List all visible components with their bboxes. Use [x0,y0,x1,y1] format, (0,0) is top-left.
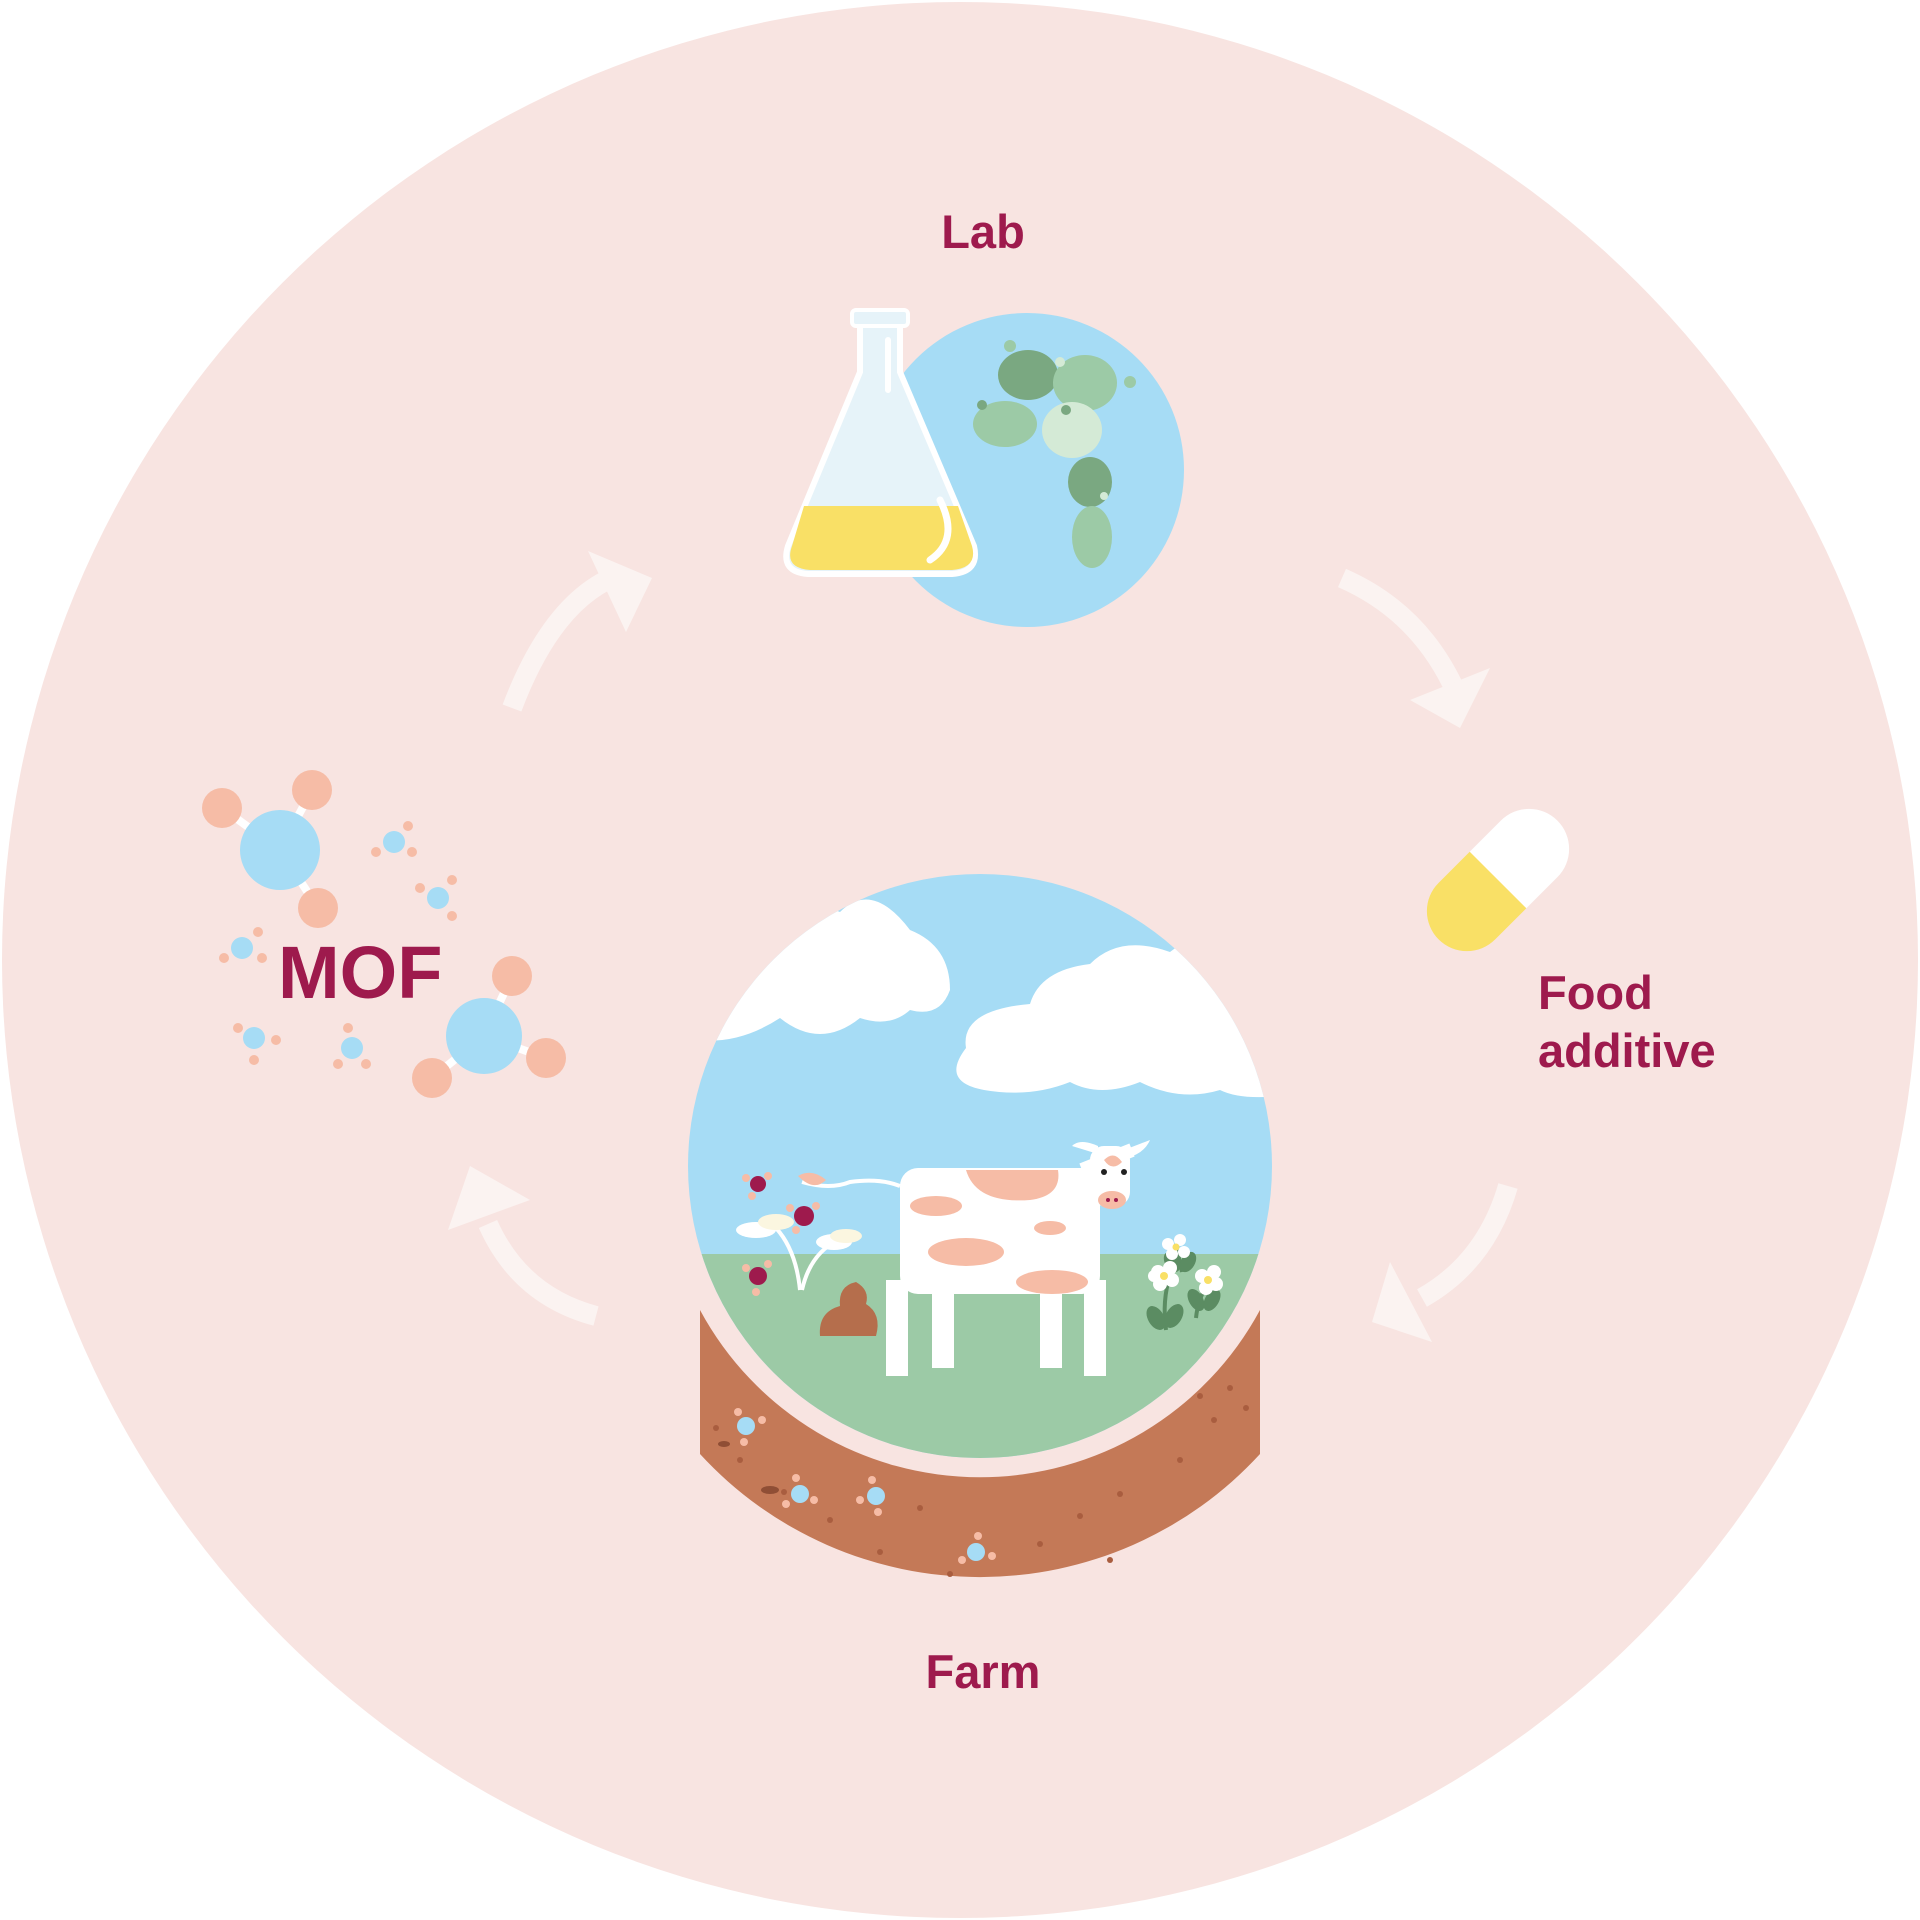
small-molecules [219,821,457,1069]
food-additive-label-line2: additive [1538,1024,1716,1077]
flying-particles [742,1172,820,1296]
food-additive-label: Food additive [1538,964,1716,1080]
cycle-arrows [448,551,1518,1342]
manure [819,1282,878,1336]
plants [736,1214,862,1291]
lab-label: Lab [941,205,1025,258]
flask-icon [783,308,978,577]
farm-label: Farm [925,1645,1041,1698]
soil-arc [700,1310,1260,1578]
food-additive-label-line1: Food [1538,966,1653,1019]
soil-molecules [734,1408,996,1564]
microbe-cells-icon [973,340,1136,568]
mof-label: MOF [278,931,443,1014]
daisies [1146,1234,1223,1331]
arrow-farm-to-mof [448,1166,599,1326]
arrow-lab-to-food [1337,568,1490,728]
molecule-icon [202,770,566,1098]
soil-specks [713,1385,1249,1577]
arrow-food-to-farm [1372,1183,1518,1342]
cow [798,1140,1150,1376]
arrow-mof-to-lab [502,551,652,712]
capsule-icon [1426,808,1570,952]
cow-farm-icon [688,874,1272,1578]
lab-illustration [783,308,1184,627]
